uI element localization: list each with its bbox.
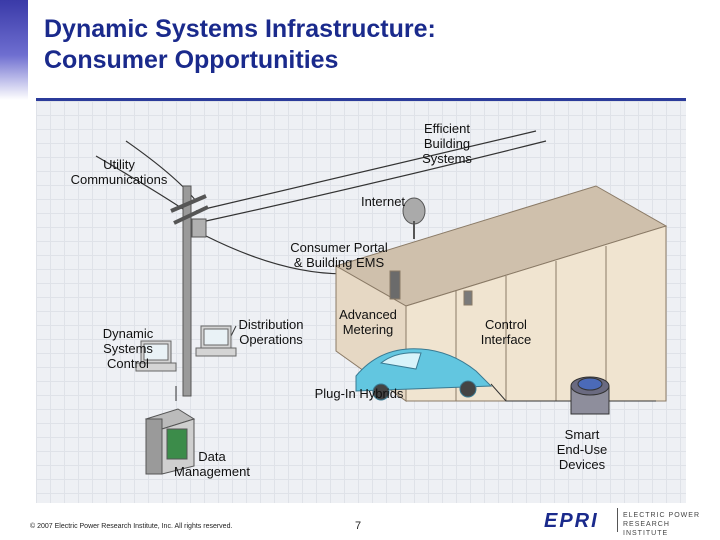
logo-text: ELECTRIC POWER RESEARCH INSTITUTE xyxy=(623,512,701,537)
label-control-interface: Control Interface xyxy=(480,317,532,347)
label-smart-end-use-devices: Smart End-Use Devices xyxy=(556,427,608,472)
label-utility-communications: Utility Communications xyxy=(70,157,168,187)
label-plug-in-hybrids: Plug-In Hybrids xyxy=(314,386,404,401)
title-rule xyxy=(36,98,686,101)
plug-in-car xyxy=(355,348,493,401)
page-number: 7 xyxy=(355,520,362,532)
label-consumer-portal: Consumer Portal & Building EMS xyxy=(290,240,388,270)
diagram-illustration xyxy=(95,130,668,475)
label-dynamic-systems-control: Dynamic Systems Control xyxy=(102,326,154,371)
utility-pole xyxy=(170,185,209,397)
logo-divider xyxy=(617,508,618,532)
infrastructure-diagram: Efficient Building Systems Utility Commu… xyxy=(36,101,686,503)
building xyxy=(334,185,668,402)
label-distribution-operations: Distribution Operations xyxy=(238,317,304,347)
data-server xyxy=(144,408,196,475)
satellite-dish xyxy=(402,197,426,239)
slide-title: Dynamic Systems Infrastructure: Consumer… xyxy=(44,14,436,76)
title-line-1: Dynamic Systems Infrastructure: xyxy=(44,15,436,43)
label-efficient-building: Efficient Building Systems xyxy=(422,121,472,166)
label-data-management: Data Management xyxy=(174,449,250,479)
smart-device xyxy=(570,376,610,415)
label-internet: Internet xyxy=(360,194,406,209)
accent-bar xyxy=(0,0,28,100)
epri-logo: EPRI ELECTRIC POWER RESEARCH INSTITUTE xyxy=(544,508,704,537)
copyright-notice: © 2007 Electric Power Research Institute… xyxy=(30,523,233,530)
label-advanced-metering: Advanced Metering xyxy=(339,307,397,337)
title-line-2: Consumer Opportunities xyxy=(44,46,339,74)
logo-mark: EPRI xyxy=(544,510,599,532)
control-computers xyxy=(135,325,237,372)
